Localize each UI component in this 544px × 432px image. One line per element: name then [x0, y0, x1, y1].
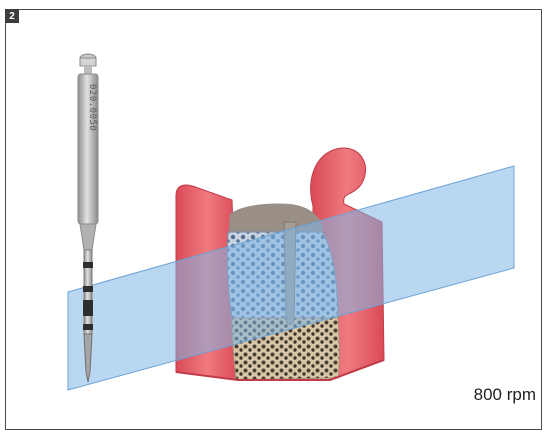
speed-label: 800 rpm [474, 385, 536, 405]
depth-band [83, 286, 93, 292]
depth-band [83, 300, 93, 316]
drill-marking: 020.0050 [87, 84, 97, 131]
depth-band [83, 262, 93, 268]
depth-band [83, 324, 93, 330]
